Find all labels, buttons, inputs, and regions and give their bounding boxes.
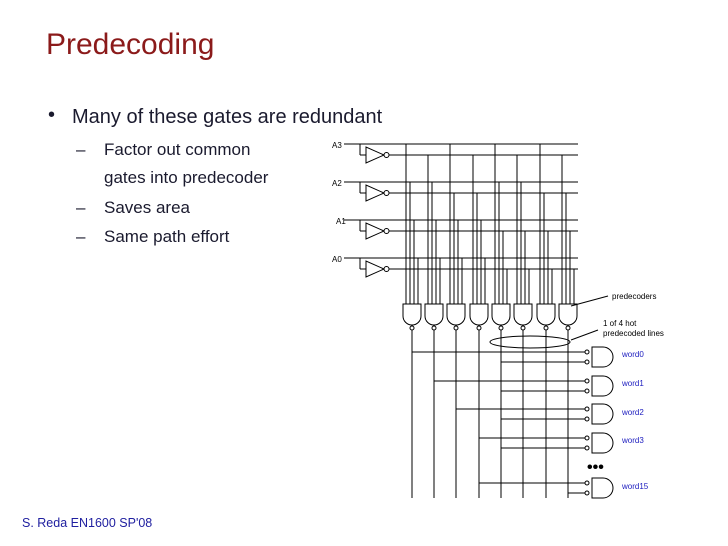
inverter-bubble [383,152,390,158]
input-label-a3: A3 [332,141,342,150]
dash-marker: – [76,198,86,217]
word-input-bubble [584,406,590,412]
word-input-bubble [584,490,590,496]
leader-line [570,329,599,341]
circuit-wires [344,143,614,499]
footer-credit: S. Reda EN1600 SP'08 [22,516,153,530]
word-gate [591,375,614,397]
gate-bubble [453,325,459,331]
input-label-a2: A2 [332,179,342,188]
word-label-2: word2 [621,408,644,417]
leader-line [570,295,609,307]
sub-item-1-line-1: Factor out common [104,140,251,159]
sub-item-1-line-2: gates into predecoder [104,168,269,187]
word-gate [591,477,614,499]
inverter-bubble [383,190,390,196]
predecoder-gate [402,303,422,326]
dash-marker: – [76,227,86,246]
ellipsis: ••• [587,459,604,476]
word-input-bubble [584,359,590,365]
word-input-bubble [584,445,590,451]
word-input-bubble [584,480,590,486]
inverter [365,146,386,164]
hot-label-line-1: 1 of 4 hot [603,319,637,328]
inverter-bubble [383,266,390,272]
hot-label-line-2: predecoded lines [603,329,664,338]
dash-marker: – [76,140,86,159]
gate-bubble [520,325,526,331]
word-label-0: word0 [621,350,644,359]
gate-bubble [476,325,482,331]
predecoder-gate [558,303,578,326]
word-gate [591,403,614,425]
input-label-a1: A1 [336,217,346,226]
word-gate [591,432,614,454]
input-label-a0: A0 [332,255,342,264]
gate-bubble [409,325,415,331]
word-gate [591,346,614,368]
word-input-bubble [584,416,590,422]
slide-title: Predecoding [46,28,215,61]
predecoder-gate [424,303,444,326]
word-input-bubble [584,378,590,384]
word-input-bubble [584,388,590,394]
gate-bubble [498,325,504,331]
gate-bubble [431,325,437,331]
hot-lines-ellipse [489,335,571,349]
word-input-bubble [584,349,590,355]
gate-bubble [565,325,571,331]
inverter-bubble [383,228,390,234]
word-label-1: word1 [621,379,644,388]
predecoder-gate [513,303,533,326]
word-label-3: word3 [621,436,644,445]
bullet-marker: • [48,104,56,126]
word-label-15: word15 [621,482,649,491]
inverter [365,184,386,202]
sub-item-3: Same path effort [104,227,230,246]
sub-item-2: Saves area [104,198,190,217]
predecoder-gate [536,303,556,326]
predecoder-gate [446,303,466,326]
inverter [365,222,386,240]
gate-bubble [543,325,549,331]
predecoder-gate [491,303,511,326]
word-input-bubble [584,435,590,441]
predecoders-label: predecoders [612,292,656,301]
predecoder-gate [469,303,489,326]
inverter [365,260,386,278]
bullet-main: Many of these gates are redundant [72,106,383,128]
